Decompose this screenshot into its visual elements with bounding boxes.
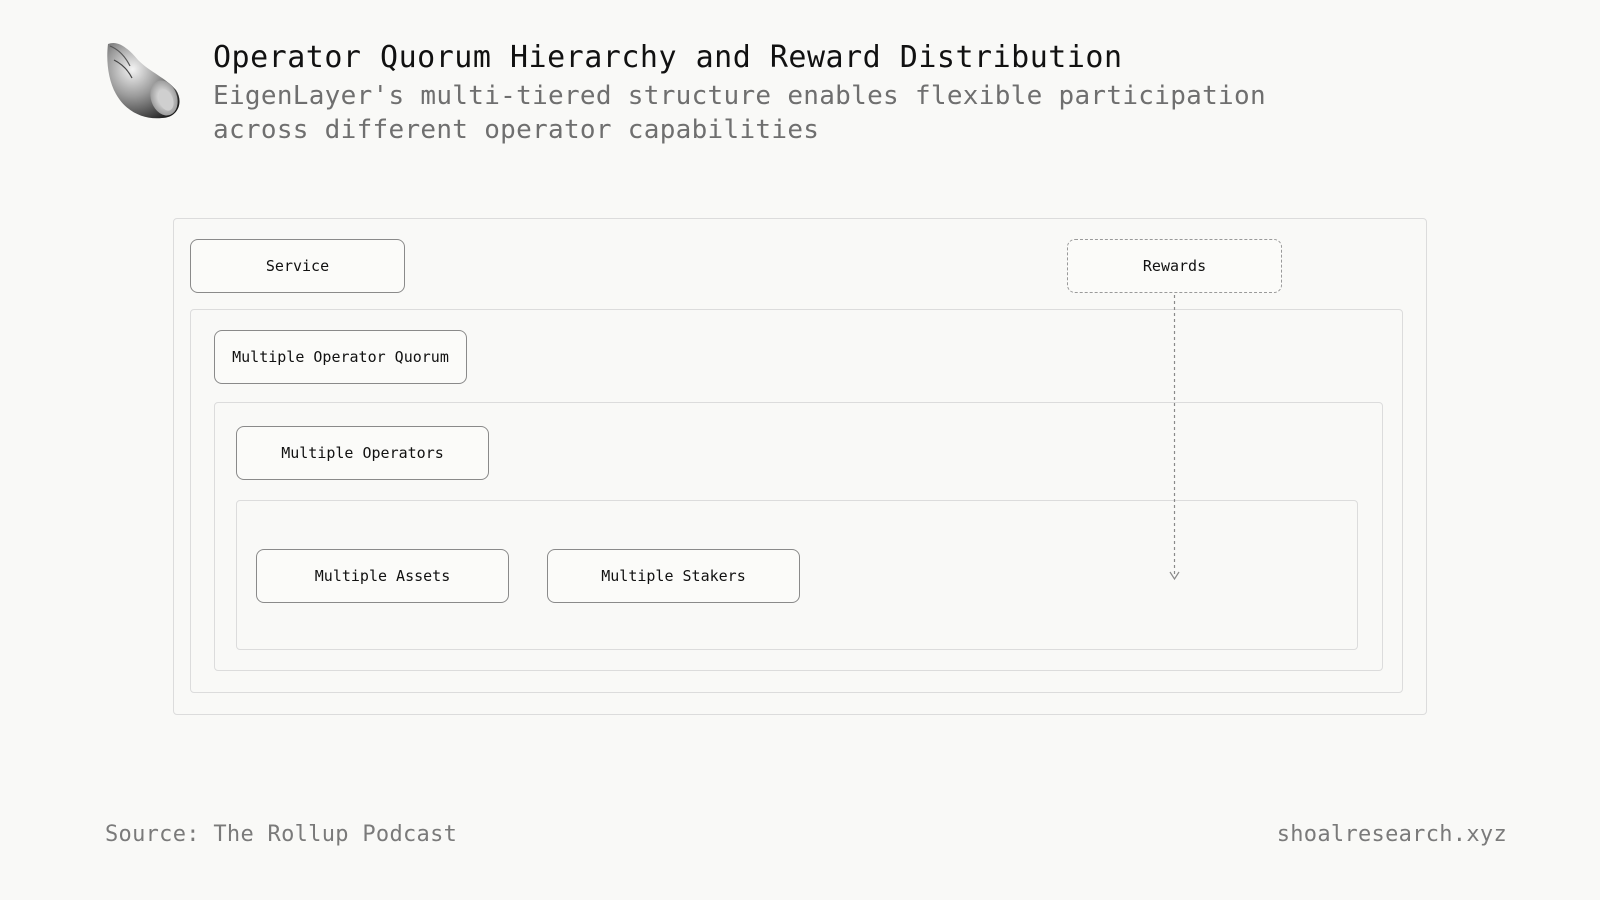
- operators-frame: [214, 402, 1383, 671]
- stakers-frame: [236, 500, 1358, 650]
- service-node: Service: [190, 239, 405, 293]
- page-subtitle: EigenLayer's multi-tiered structure enab…: [213, 81, 1266, 145]
- stakers-node: Multiple Stakers: [547, 549, 800, 603]
- operator-quorum-node: Multiple Operator Quorum: [214, 330, 467, 384]
- operators-node: Multiple Operators: [236, 426, 489, 480]
- site-link[interactable]: shoalresearch.xyz: [1276, 822, 1507, 847]
- source-text: Source: The Rollup Podcast: [105, 822, 458, 847]
- service-frame: [173, 218, 1427, 715]
- seashell-icon: [104, 38, 186, 122]
- assets-node: Multiple Assets: [256, 549, 509, 603]
- page-title: Operator Quorum Hierarchy and Reward Dis…: [213, 40, 1123, 75]
- quorum-frame: [190, 309, 1403, 693]
- rewards-node: Rewards: [1067, 239, 1282, 293]
